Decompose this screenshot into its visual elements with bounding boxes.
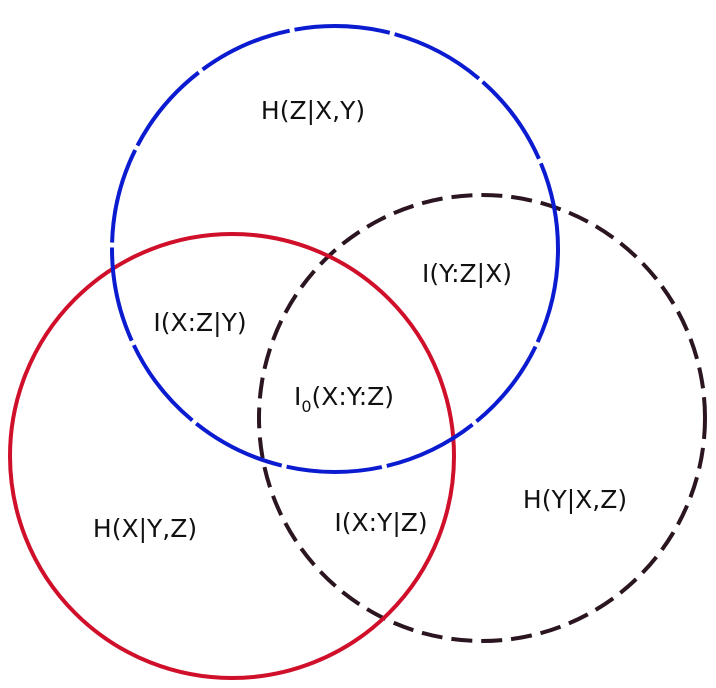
i0-prefix: I [294,382,301,411]
region-i0-xyz: I0(X:Y:Z) [294,382,394,416]
region-i-yz-given-x: I(Y:Z|X) [422,259,512,288]
i0-suffix: (X:Y:Z) [312,382,395,411]
region-h-x-given-yz: H(X|Y,Z) [93,514,197,543]
circle-z [110,24,560,474]
region-h-y-given-xz: H(Y|X,Z) [523,485,627,514]
region-i-xy-given-z: I(X:Y|Z) [334,508,427,537]
circle-x [8,232,456,680]
region-i-xz-given-y: I(X:Z|Y) [153,308,246,337]
region-h-z-given-xy: H(Z|X,Y) [261,96,365,125]
circle-y [257,193,707,643]
i0-subscript: 0 [301,397,311,416]
